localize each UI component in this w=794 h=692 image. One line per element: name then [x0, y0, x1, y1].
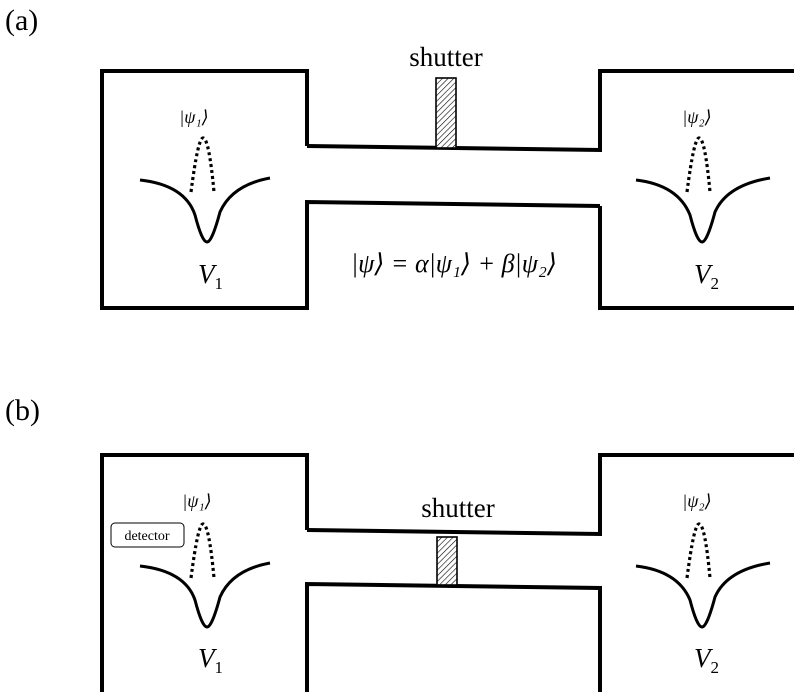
panel-a-left-potential-label: V1 [198, 259, 223, 293]
panel-b-left-wavefunction [189, 522, 216, 579]
panel-b-shutter-label: shutter [421, 493, 495, 523]
panel-b-channel-top [306, 453, 794, 537]
panel-b-left-potential-label: V1 [198, 643, 223, 677]
panel-a-left-wavefunction [189, 136, 216, 193]
panel-b-detector [110, 522, 185, 548]
panel-a-right-wavefunction [685, 136, 712, 193]
panel-b-right-wavefunction [685, 522, 712, 579]
panel-a-right-wall [598, 206, 794, 310]
panel-a-right-potential-label: V2 [694, 259, 719, 293]
panel-a-left-well [139, 176, 271, 244]
panel-a-label: (a) [5, 4, 38, 37]
panel-a-right-state: |ψ₂⟩ [682, 107, 711, 127]
panel-b-right-well [635, 561, 771, 629]
panel-a-shutter-label: shutter [409, 42, 483, 72]
panel-a-upper-wall [100, 69, 601, 310]
panel-b: (b) shutter detector |ψ₁⟩ V1 |ψ₂⟩ V2 [5, 394, 794, 692]
panel-b-right-potential-label: V2 [694, 643, 719, 677]
panel-b-channel-bottom [305, 581, 602, 692]
panel-a-right-well [635, 176, 771, 244]
panel-b-label: (b) [5, 394, 40, 427]
panel-b-left-well [139, 561, 271, 629]
panel-a-lower-wall [306, 69, 794, 153]
panel-a-shutter [435, 77, 457, 149]
panel-b-detector-label: detector [124, 529, 169, 544]
panel-a-left-state: |ψ₁⟩ [179, 107, 208, 127]
panel-a: (a) shutter |ψ₁⟩ V1 |ψ₂⟩ V2 |ψ⟩ = α|ψ₁⟩ … [5, 4, 794, 310]
panel-b-shutter [436, 536, 458, 586]
panel-b-upper-wall [100, 453, 309, 692]
panel-b-left-state: |ψ₁⟩ [182, 491, 211, 511]
panel-b-right-state: |ψ₂⟩ [682, 491, 711, 511]
panel-a-superposition-equation: |ψ⟩ = α|ψ₁⟩ + β|ψ₂⟩ [351, 249, 557, 278]
